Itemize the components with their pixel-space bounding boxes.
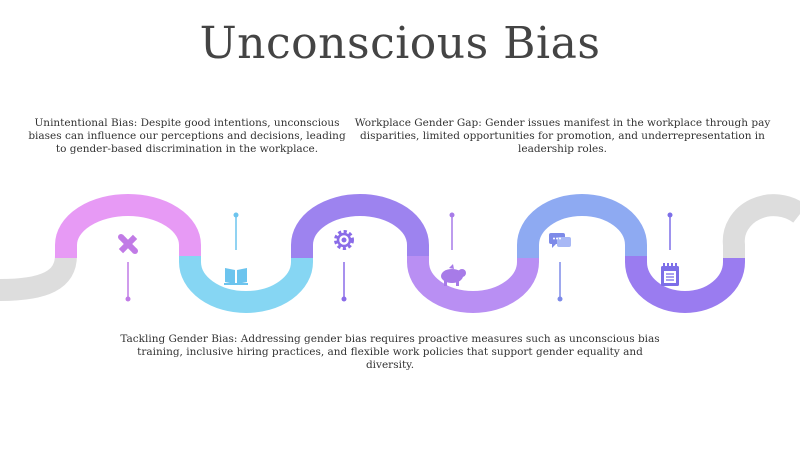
wave-segment-1 <box>55 194 201 258</box>
wave-segment-6 <box>625 256 745 313</box>
notepad-icon <box>661 263 679 286</box>
tackling-gender-bias-text: Tackling Gender Bias: Addressing gender … <box>120 333 660 371</box>
workplace-gender-gap-text: Workplace Gender Gap: Gender issues mani… <box>354 117 771 155</box>
gear-icon <box>334 230 354 250</box>
chat-icon <box>549 233 571 248</box>
book-icon <box>224 268 248 285</box>
wave-grey-left <box>0 254 77 301</box>
unintentional-bias-text: Unintentional Bias: Despite good intenti… <box>28 117 346 155</box>
wave-segment-3 <box>291 194 429 258</box>
puzzle-icon <box>118 234 138 254</box>
wave-segment-4 <box>407 256 539 313</box>
wave-segment-5 <box>517 194 647 258</box>
wave-segment-2 <box>179 256 313 313</box>
piggy-bank-icon <box>441 264 466 286</box>
wave-grey-right <box>722 194 800 258</box>
page-title: Unconscious Bias <box>199 18 601 69</box>
